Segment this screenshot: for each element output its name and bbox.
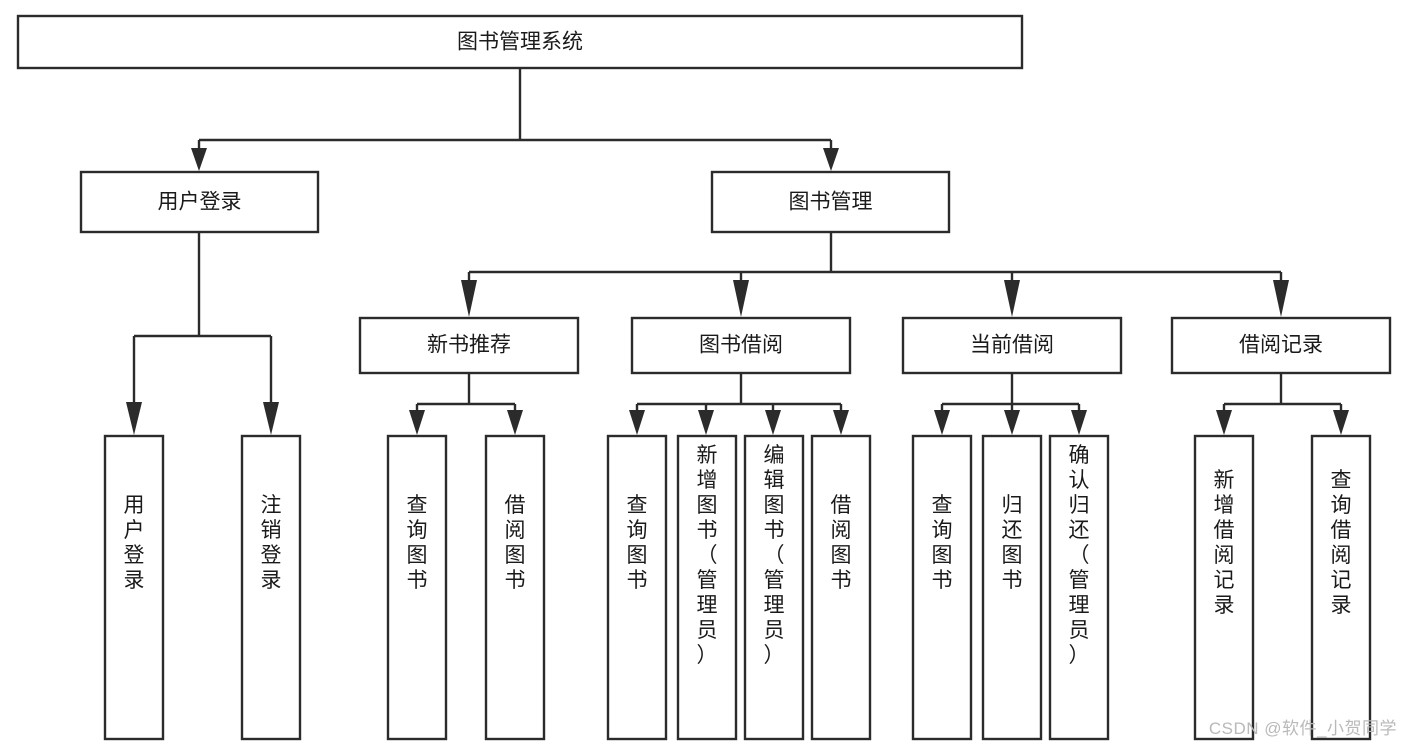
node-root-label: 图书管理系统 [457,31,583,54]
node-borrow-record-box[interactable] [1170,316,1392,375]
node-leaf-edit-book-label: 编辑图书（管理员） [764,444,785,667]
node-leaf-query-record-label: 查询借阅记录 [1331,469,1352,617]
arrow-bb-to-query-book [629,410,645,435]
node-root-box[interactable] [16,14,1024,70]
connectors [126,68,1349,435]
node-leaf-query-book-2-box[interactable] [606,434,668,741]
arrow-nb-to-borrow-book [507,410,523,435]
node-leaf-borrow-book-1-box[interactable] [484,434,546,741]
node-leaf-query-record[interactable]: 查询借阅记录 [1310,434,1372,741]
node-leaf-add-record-label: 新增借阅记录 [1214,469,1235,617]
node-leaf-query-book-2-label: 查询图书 [627,494,648,592]
arrow-bm-to-newbook [461,280,477,317]
node-leaf-borrow-book-1[interactable]: 借阅图书 [484,434,546,741]
node-leaf-user-login-box[interactable] [103,434,165,741]
arrow-bb-to-edit-book [765,410,781,435]
node-leaf-edit-book-box[interactable] [743,434,805,741]
arrow-br-to-add-record [1216,410,1232,435]
node-leaf-borrow-book-1-label: 借阅图书 [505,494,526,592]
node-leaf-query-book-3-box[interactable] [911,434,973,741]
node-leaf-logout-label: 注销登录 [261,494,282,592]
node-leaf-return-book[interactable]: 归还图书 [981,434,1043,741]
arrow-nb-to-query-book [409,410,425,435]
arrow-cb-to-return-book [1004,410,1020,435]
nodes: 图书管理系统 用户登录 图书管理 新书推荐 图书借阅 当前 [16,14,1392,741]
node-leaf-query-book-1-label: 查询图书 [407,494,428,592]
node-leaf-query-book-3-label: 查询图书 [932,494,953,592]
node-leaf-add-book-label: 新增图书（管理员） [697,444,718,667]
node-leaf-query-book-1-box[interactable] [386,434,448,741]
node-book-borrow[interactable]: 图书借阅 [630,316,852,375]
node-leaf-add-record[interactable]: 新增借阅记录 [1193,434,1255,741]
node-leaf-add-book-box[interactable] [676,434,738,741]
node-leaf-return-book-box[interactable] [981,434,1043,741]
arrow-bm-to-bookborrow [733,280,749,317]
node-leaf-add-book[interactable]: 新增图书（管理员） [676,434,738,741]
node-leaf-logout[interactable]: 注销登录 [240,434,302,741]
node-leaf-edit-book[interactable]: 编辑图书（管理员） [743,434,805,741]
arrow-bm-to-currentborrow [1004,280,1020,317]
node-book-borrow-box[interactable] [630,316,852,375]
node-leaf-confirm-return-box[interactable] [1048,434,1110,741]
node-current-borrow[interactable]: 当前借阅 [901,316,1123,375]
node-leaf-user-login-label: 用户登录 [124,494,145,592]
arrow-bm-to-borrowrecord [1273,280,1289,317]
node-leaf-user-login[interactable]: 用户登录 [103,434,165,741]
arrow-cb-to-query-book [934,410,950,435]
node-borrow-record-label: 借阅记录 [1239,334,1323,357]
node-new-book-rec[interactable]: 新书推荐 [358,316,580,375]
node-new-book-rec-label: 新书推荐 [427,334,511,357]
arrow-br-to-query-record [1333,410,1349,435]
node-leaf-borrow-book-2-label: 借阅图书 [831,494,852,592]
node-user-login[interactable]: 用户登录 [79,170,320,234]
node-user-login-box[interactable] [79,170,320,234]
node-leaf-return-book-label: 归还图书 [1002,494,1023,592]
node-book-manage[interactable]: 图书管理 [710,170,951,234]
node-root[interactable]: 图书管理系统 [16,14,1024,70]
node-borrow-record[interactable]: 借阅记录 [1170,316,1392,375]
node-book-borrow-label: 图书借阅 [699,334,783,357]
node-book-manage-box[interactable] [710,170,951,234]
node-current-borrow-label: 当前借阅 [970,334,1054,357]
arrow-ul-to-user-login-leaf [126,402,142,435]
node-book-manage-label: 图书管理 [789,191,873,214]
node-leaf-query-book-1[interactable]: 查询图书 [386,434,448,741]
node-leaf-query-book-3[interactable]: 查询图书 [911,434,973,741]
node-leaf-borrow-book-2[interactable]: 借阅图书 [810,434,872,741]
node-user-login-label: 用户登录 [158,191,242,214]
node-leaf-add-record-box[interactable] [1193,434,1255,741]
node-leaf-confirm-return-label: 确认归还（管理员） [1069,444,1090,667]
arrow-cb-to-confirm-return [1071,410,1087,435]
node-leaf-confirm-return[interactable]: 确认归还（管理员） [1048,434,1110,741]
node-leaf-query-record-box[interactable] [1310,434,1372,741]
arrow-root-to-book-manage [823,148,839,171]
arrow-ul-to-logout-leaf [263,402,279,435]
node-current-borrow-box[interactable] [901,316,1123,375]
node-leaf-query-book-2[interactable]: 查询图书 [606,434,668,741]
arrow-bb-to-borrow-book [833,410,849,435]
node-leaf-logout-box[interactable] [240,434,302,741]
arrow-bb-to-add-book [698,410,714,435]
node-new-book-rec-box[interactable] [358,316,580,375]
arrow-root-to-user-login [191,148,207,171]
node-leaf-borrow-book-2-box[interactable] [810,434,872,741]
